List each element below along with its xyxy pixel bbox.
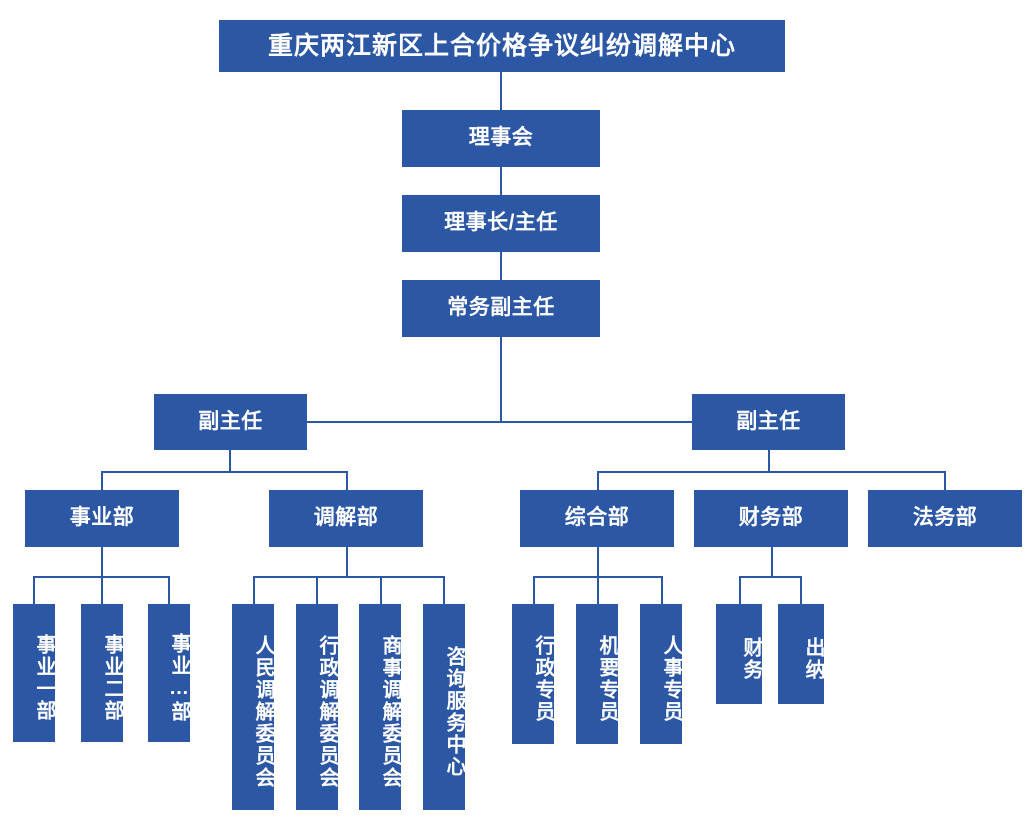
- connector-deputy-bus: [307, 421, 692, 423]
- node-mediation-child-2[interactable]: 行政调解委员会: [296, 604, 338, 810]
- node-general-child-1[interactable]: 行政专员: [512, 604, 554, 744]
- connector-to-dept-legal: [944, 471, 946, 490]
- connector-finance-bus: [739, 576, 802, 578]
- node-finance-child-2[interactable]: 出纳: [778, 604, 824, 704]
- node-board[interactable]: 理事会: [402, 110, 600, 167]
- node-dept-legal-label: 法务部: [912, 506, 978, 530]
- connector-general-leaf-2: [597, 576, 599, 604]
- node-dept-legal[interactable]: 法务部: [868, 490, 1022, 547]
- node-dept-mediation[interactable]: 调解部: [269, 490, 423, 547]
- connector-mediation-leaf-2: [316, 576, 318, 604]
- node-general-child-3-label: 人事专员: [660, 634, 682, 723]
- node-business-child-1-label: 事业一部: [33, 633, 55, 722]
- connector-mediation-leaf-3: [380, 576, 382, 604]
- node-general-child-1-label: 行政专员: [532, 634, 554, 723]
- node-dept-finance[interactable]: 财务部: [694, 490, 848, 547]
- connector-general-drop: [597, 547, 599, 578]
- connector-to-dept-general: [597, 471, 599, 490]
- node-mediation-child-3-label: 商事调解委员会: [379, 634, 401, 789]
- node-dept-business-label: 事业部: [69, 506, 135, 530]
- node-deputy-right-label: 副主任: [736, 409, 801, 433]
- connector-business-drop: [101, 547, 103, 578]
- node-dept-business[interactable]: 事业部: [25, 490, 179, 547]
- node-mediation-child-1-label: 人民调解委员会: [252, 634, 274, 789]
- node-executive-deputy-label: 常务副主任: [447, 296, 555, 320]
- connector-exec-deputy-drop: [500, 337, 502, 423]
- connector-business-leaf-2: [101, 576, 103, 604]
- connector-finance-leaf-1: [739, 576, 741, 604]
- node-dept-general[interactable]: 综合部: [520, 490, 674, 547]
- node-deputy-right[interactable]: 副主任: [692, 394, 845, 450]
- connector-mediation-bus: [253, 576, 444, 578]
- connector-mediation-leaf-1: [253, 576, 255, 604]
- node-finance-child-2-label: 出纳: [802, 636, 824, 681]
- connector-deputy-right-drop: [768, 450, 770, 473]
- connector-deputy-left-bus: [101, 471, 348, 473]
- node-dept-general-label: 综合部: [564, 506, 630, 530]
- node-root-label: 重庆两江新区上合价格争议纠纷调解中心: [267, 31, 736, 60]
- node-general-child-2-label: 机要专员: [596, 634, 618, 723]
- connector-finance-drop: [771, 547, 773, 578]
- node-mediation-child-2-label: 行政调解委员会: [316, 634, 338, 789]
- node-deputy-left[interactable]: 副主任: [154, 394, 307, 450]
- node-chairman[interactable]: 理事长/主任: [402, 195, 600, 252]
- connector-board-to-chairman: [500, 167, 502, 195]
- node-dept-finance-label: 财务部: [738, 506, 804, 530]
- connector-general-leaf-1: [533, 576, 535, 604]
- node-mediation-child-4[interactable]: 咨询服务中心: [423, 604, 465, 810]
- node-business-child-1[interactable]: 事业一部: [13, 604, 55, 742]
- node-board-label: 理事会: [468, 126, 534, 150]
- connector-mediation-leaf-4: [443, 576, 445, 604]
- connector-chairman-to-exec-deputy: [500, 252, 502, 280]
- connector-to-dept-mediation: [346, 471, 348, 490]
- node-mediation-child-1[interactable]: 人民调解委员会: [232, 604, 274, 810]
- node-business-child-3-label: 事业…部: [168, 632, 190, 723]
- node-business-child-3[interactable]: 事业…部: [148, 604, 190, 742]
- node-mediation-child-4-label: 咨询服务中心: [443, 645, 465, 778]
- node-dept-mediation-label: 调解部: [313, 506, 379, 530]
- connector-deputy-left-drop: [229, 450, 231, 473]
- node-chairman-label: 理事长/主任: [444, 211, 558, 235]
- connector-to-dept-business: [101, 471, 103, 490]
- node-mediation-child-3[interactable]: 商事调解委员会: [359, 604, 401, 810]
- connector-finance-leaf-2: [800, 576, 802, 604]
- connector-business-leaf-1: [33, 576, 35, 604]
- node-general-child-3[interactable]: 人事专员: [640, 604, 682, 744]
- node-general-child-2[interactable]: 机要专员: [576, 604, 618, 744]
- connector-deputy-right-bus: [597, 471, 946, 473]
- connector-general-leaf-3: [661, 576, 663, 604]
- node-deputy-left-label: 副主任: [198, 409, 263, 433]
- node-root[interactable]: 重庆两江新区上合价格争议纠纷调解中心: [219, 20, 785, 72]
- node-executive-deputy[interactable]: 常务副主任: [402, 280, 600, 337]
- connector-mediation-drop: [346, 547, 348, 578]
- connector-root-to-board: [500, 72, 502, 110]
- connector-business-leaf-3: [168, 576, 170, 604]
- node-finance-child-1-label: 财务: [740, 636, 762, 681]
- node-finance-child-1[interactable]: 财务: [716, 604, 762, 704]
- node-business-child-2-label: 事业二部: [101, 633, 123, 722]
- node-business-child-2[interactable]: 事业二部: [81, 604, 123, 742]
